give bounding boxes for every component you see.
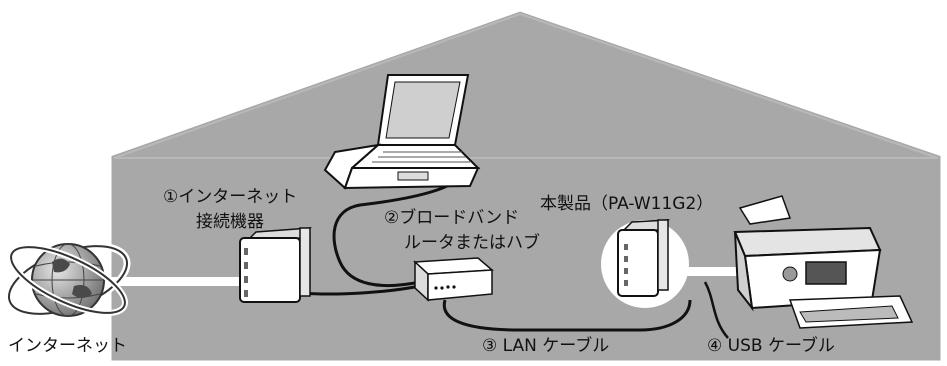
laptop-icon (323, 74, 481, 190)
lan-cable (442, 299, 692, 332)
printer-icon (733, 195, 914, 329)
router-label-2: ルータまたはハブ (404, 233, 540, 253)
router-icon (413, 257, 494, 302)
access-point-icon (601, 219, 689, 308)
internet-label: インターネット (8, 336, 127, 356)
modem-icon (239, 227, 312, 303)
lan-cable-label: ③ LAN ケーブル (482, 336, 610, 356)
usb-cable-label: ④ USB ケーブル (707, 336, 835, 356)
product-label: 本製品（PA-W11G2） (540, 194, 714, 214)
usb-cable (703, 281, 729, 339)
internet-device-label: ①インターネット (163, 187, 298, 207)
globe-icon (5, 242, 131, 318)
house-roof-inner (113, 12, 939, 159)
laptop-cable (332, 168, 459, 288)
internet-line (100, 277, 240, 286)
router-label: ②ブロードバンド (384, 208, 520, 228)
internet-device-label-2: 接続機器 (196, 212, 264, 232)
modem-router-cable (299, 284, 421, 296)
printer-link-line (680, 267, 742, 276)
